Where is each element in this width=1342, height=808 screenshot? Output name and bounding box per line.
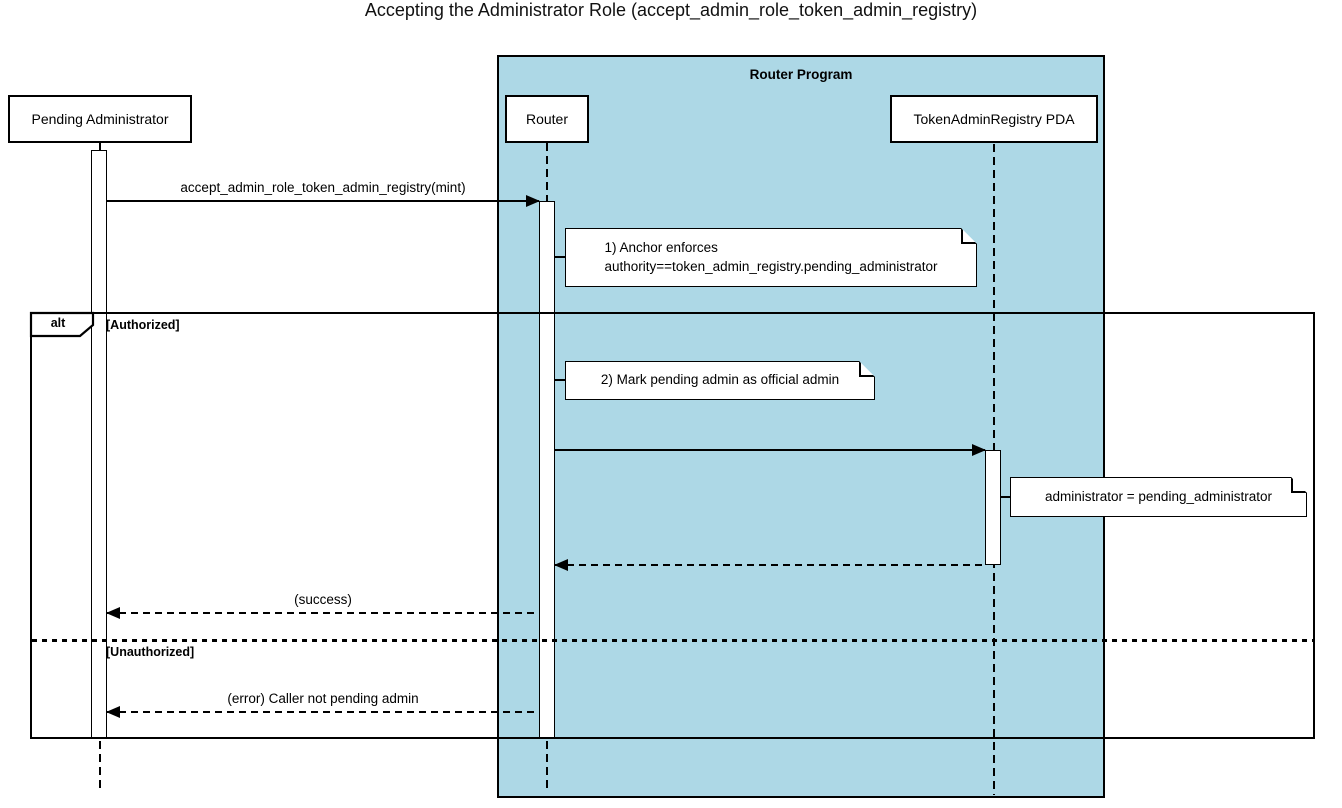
guard-authorized: [Authorized] <box>106 318 180 332</box>
participant-router: Router <box>505 95 589 143</box>
router-program-frame: Router Program <box>497 55 1105 798</box>
participant-pending-administrator: Pending Administrator <box>8 95 192 143</box>
note-line: 1) Anchor enforces <box>604 239 718 255</box>
note-line: authority==token_admin_registry.pending_… <box>604 258 938 274</box>
router-program-label: Router Program <box>749 67 853 82</box>
alt-frame: alt [Authorized] [Unauthorized] <box>29 311 1315 739</box>
return-label-error: (error) Caller not pending admin <box>227 691 419 706</box>
message-line-accept-admin-role <box>107 195 540 207</box>
participant-label: Pending Administrator <box>31 111 169 127</box>
arrowhead-icon <box>106 607 120 619</box>
guard-unauthorized: [Unauthorized] <box>106 645 195 659</box>
arrowhead-icon <box>554 559 568 571</box>
participant-label: TokenAdminRegistry PDA <box>913 111 1075 127</box>
note-mark-official-admin: 2) Mark pending admin as official admin <box>565 361 875 400</box>
note-connector <box>554 379 566 381</box>
note-connector <box>554 256 566 258</box>
note-anchor-enforces: 1) Anchor enforces authority==token_admi… <box>565 228 977 287</box>
activation-token-admin-registry-pda <box>985 450 1001 565</box>
return-label-success: (success) <box>294 592 352 607</box>
arrowhead-icon <box>526 195 540 207</box>
return-line-error <box>106 706 539 718</box>
return-line-success <box>106 607 539 619</box>
arrowhead-icon <box>972 444 986 456</box>
note-administrator-assignment: administrator = pending_administrator <box>1010 477 1307 517</box>
note-line: 2) Mark pending admin as official admin <box>600 372 840 388</box>
alt-operator-pentagon-icon <box>29 311 94 337</box>
diagram-title: Accepting the Administrator Role (accept… <box>364 0 978 20</box>
return-line-pda-to-router <box>554 559 985 571</box>
note-connector <box>1000 496 1011 498</box>
message-line-router-to-pda <box>555 444 986 456</box>
participant-token-admin-registry-pda: TokenAdminRegistry PDA <box>890 95 1098 143</box>
note-line: administrator = pending_administrator <box>1045 488 1272 504</box>
message-label-accept-admin-role: accept_admin_role_token_admin_registry(m… <box>180 180 466 195</box>
arrowhead-icon <box>106 706 120 718</box>
alt-divider <box>32 639 1313 642</box>
participant-label: Router <box>525 111 569 127</box>
alt-operator-label: alt <box>50 316 66 330</box>
